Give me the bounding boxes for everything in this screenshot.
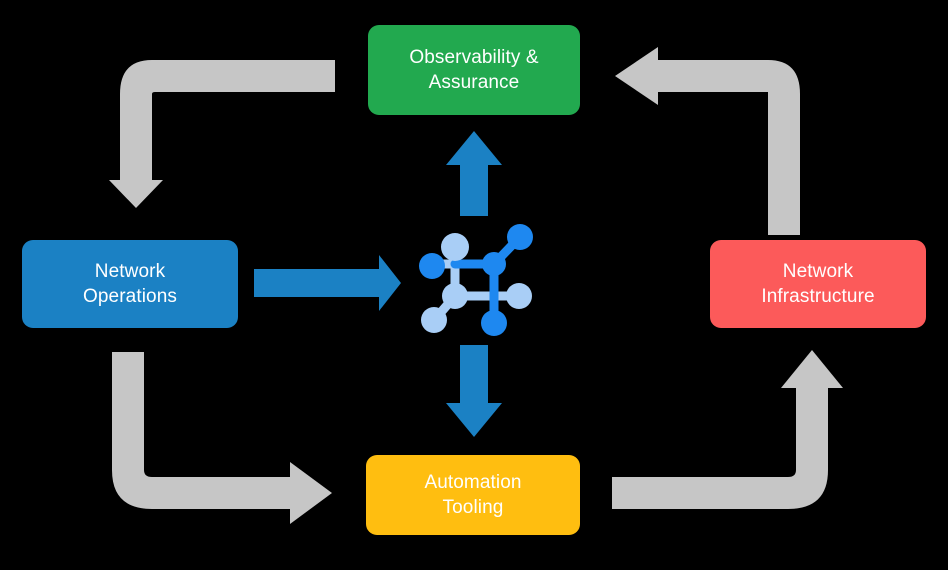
arrow-operations-to-center [254,255,401,311]
arrow-automation-to-infrastructure [612,350,843,509]
network-icon-nodes [419,224,533,336]
arrow-infrastructure-to-observability [615,47,800,235]
node-observability-label: Observability & Assurance [409,46,539,93]
node-network-operations-label: Network Operations [83,260,177,307]
arrow-center-to-observability [446,131,502,216]
arrow-operations-to-automation [112,352,332,524]
node-network-infrastructure[interactable]: Network Infrastructure [710,240,926,328]
node-automation-tooling[interactable]: Automation Tooling [366,455,580,535]
node-automation-tooling-label: Automation Tooling [424,471,522,518]
arrow-observability-to-operations [109,60,335,208]
arrow-center-to-automation [446,345,502,437]
node-network-infrastructure-label: Network Infrastructure [761,260,875,307]
node-observability[interactable]: Observability & Assurance [368,25,580,115]
node-network-operations[interactable]: Network Operations [22,240,238,328]
